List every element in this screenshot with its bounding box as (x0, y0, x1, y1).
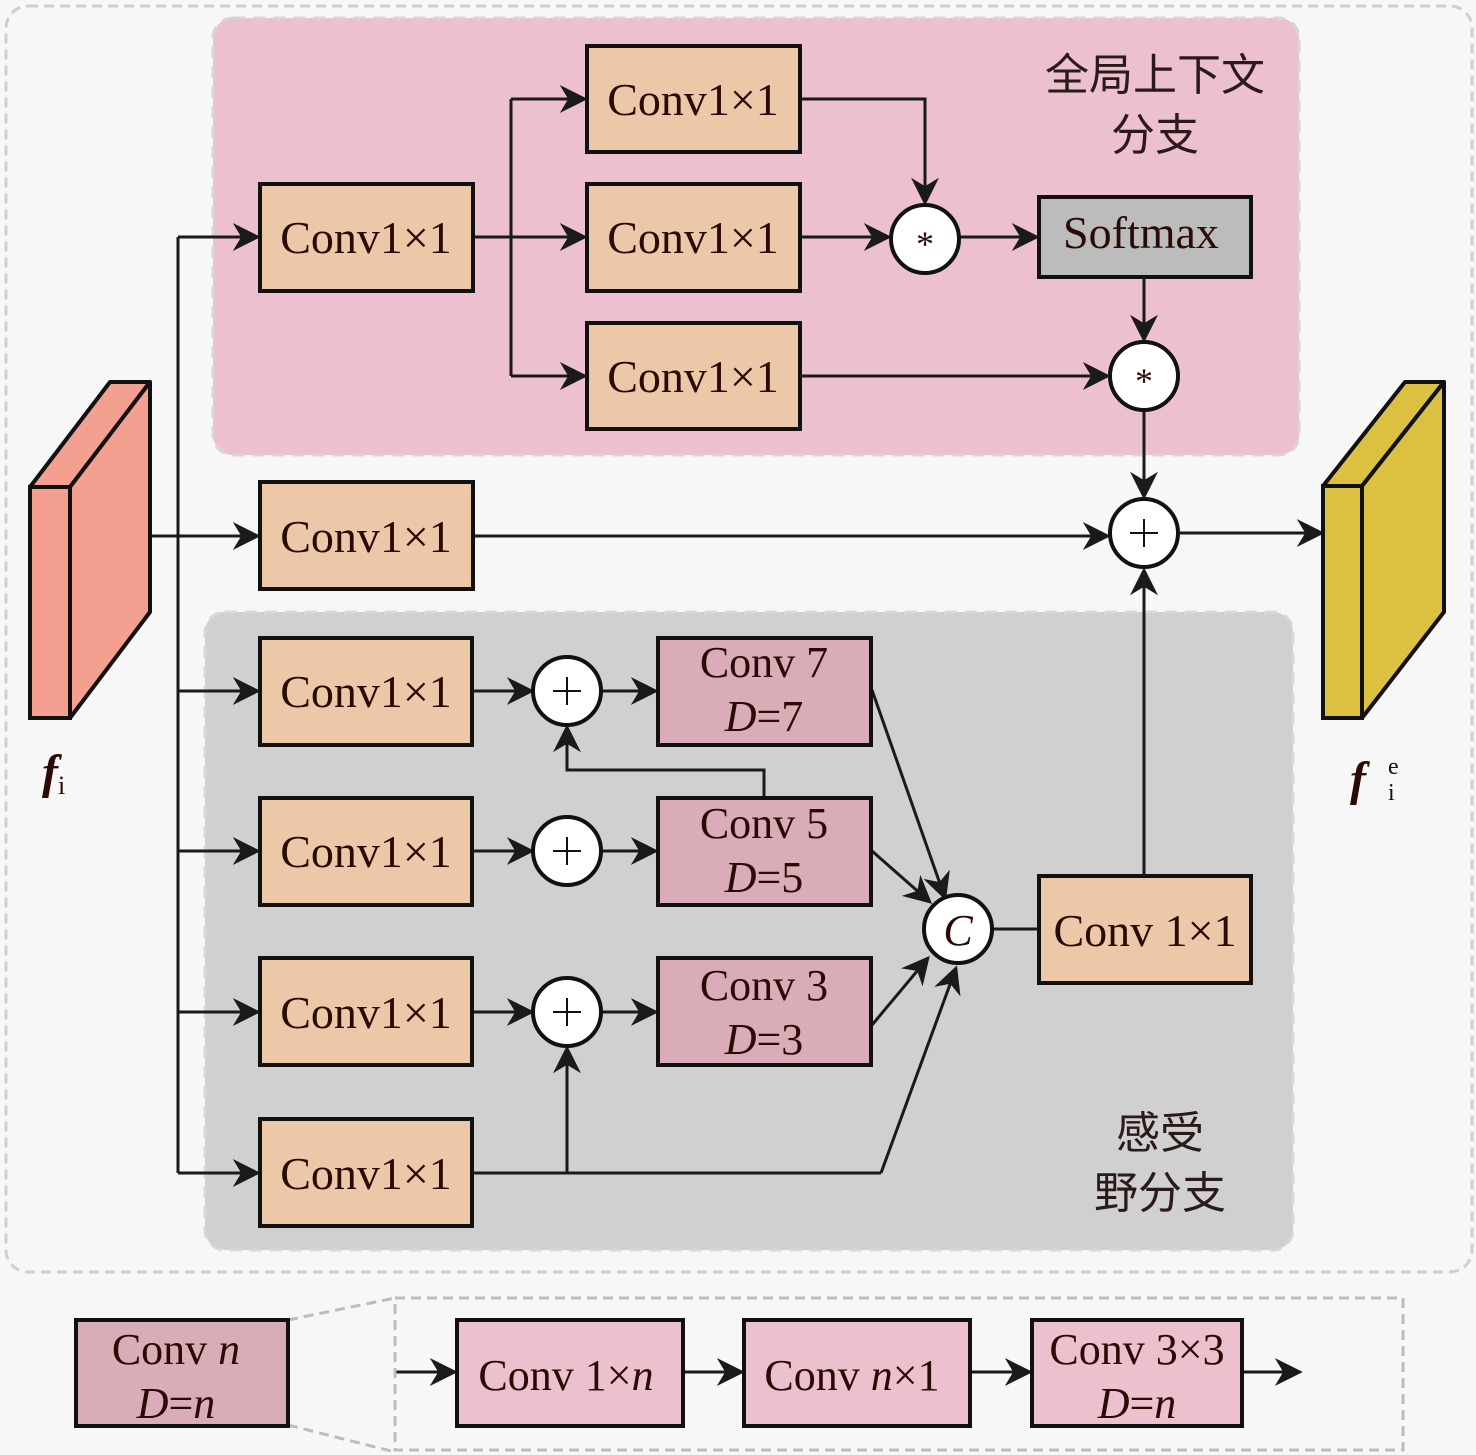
svg-text:D=3: D=3 (724, 1015, 804, 1064)
plus-icon (553, 837, 581, 865)
shortcut-conv: Conv1×1 (258, 480, 475, 591)
multiply-icon: * (916, 224, 934, 264)
concat-op: C (922, 893, 994, 965)
svg-text:Conv1×1: Conv1×1 (607, 74, 779, 125)
svg-text:D=n: D=n (136, 1379, 216, 1428)
global-branch-title-line1: 全局上下文 (1045, 50, 1265, 101)
svg-text:D=5: D=5 (724, 853, 804, 902)
multiply-op-1: * (889, 203, 961, 275)
receptive-branch-bg (203, 610, 1295, 1252)
dilated-conv-3: Conv 3 D=3 (656, 956, 873, 1067)
legend-zoom-guide-top (287, 1296, 396, 1322)
svg-text:Conv n×1: Conv n×1 (764, 1351, 939, 1400)
output-tensor-superscript: e (1388, 754, 1399, 780)
sum-op-1 (531, 655, 603, 727)
legend-conv-1xn: Conv 1×n (455, 1318, 685, 1428)
svg-text:Softmax: Softmax (1063, 207, 1219, 258)
multiply-icon: * (1135, 361, 1153, 401)
svg-text:Conv1×1: Conv1×1 (607, 212, 779, 263)
receptive-branch-title-line2: 野分支 (1094, 1168, 1226, 1219)
legend: Conv n D=n Conv 1×n Conv n×1 Conv 3×3 D=… (74, 1296, 1405, 1454)
dilated-conv-7: Conv 7 D=7 (656, 636, 873, 747)
receptive-entry-conv-2: Conv1×1 (258, 796, 474, 907)
svg-text:Conv 3: Conv 3 (700, 961, 828, 1010)
softmax-block: Softmax (1037, 195, 1253, 279)
legend-conv-3x3-dilated: Conv 3×3 D=n (1030, 1318, 1244, 1428)
global-entry-conv: Conv1×1 (258, 182, 475, 293)
legend-zoom-guide-bottom (287, 1423, 396, 1454)
svg-text:Conv1×1: Conv1×1 (280, 987, 452, 1038)
svg-text:Conv n: Conv n (112, 1325, 240, 1374)
sum-op-2 (531, 815, 603, 887)
svg-text:Conv1×1: Conv1×1 (280, 511, 452, 562)
fuse-conv: Conv 1×1 (1037, 874, 1253, 985)
receptive-branch-title-line1: 感受 (1116, 1108, 1204, 1159)
input-tensor-label: fi (42, 746, 65, 800)
svg-text:Conv 5: Conv 5 (700, 799, 828, 848)
svg-text:Conv 7: Conv 7 (700, 638, 828, 687)
plus-icon (553, 677, 581, 705)
svg-text:D=n: D=n (1097, 1379, 1177, 1428)
output-tensor-label: f (1350, 753, 1370, 806)
plus-icon (553, 998, 581, 1026)
svg-text:Conv1×1: Conv1×1 (280, 1148, 452, 1199)
svg-text:D=7: D=7 (724, 692, 804, 741)
query-conv: Conv1×1 (585, 44, 802, 154)
svg-text:Conv1×1: Conv1×1 (280, 666, 452, 717)
plus-icon (1130, 519, 1158, 547)
svg-text:Conv1×1: Conv1×1 (607, 351, 779, 402)
legend-conv-n-block: Conv n D=n (74, 1318, 290, 1428)
multiply-op-2: * (1108, 340, 1180, 412)
dilated-conv-5: Conv 5 D=5 (656, 796, 873, 907)
sum-op-main (1108, 497, 1180, 569)
svg-text:Conv 1×1: Conv 1×1 (1053, 905, 1236, 956)
svg-text:Conv1×1: Conv1×1 (280, 826, 452, 877)
sum-op-3 (531, 976, 603, 1048)
legend-conv-nx1: Conv n×1 (742, 1318, 972, 1428)
concat-icon: C (943, 906, 973, 955)
key-conv: Conv1×1 (585, 182, 802, 293)
output-tensor: f e i (1321, 380, 1446, 806)
svg-text:Conv1×1: Conv1×1 (280, 212, 452, 263)
output-tensor-subscript: i (1388, 780, 1395, 806)
svg-text:Conv 3×3: Conv 3×3 (1049, 1325, 1224, 1374)
value-conv: Conv1×1 (585, 321, 802, 431)
global-branch-title-line2: 分支 (1111, 110, 1199, 161)
input-tensor: fi (28, 380, 152, 800)
receptive-entry-conv-3: Conv1×1 (258, 956, 474, 1067)
legend-detail-frame (393, 1296, 1405, 1452)
receptive-entry-conv-4: Conv1×1 (258, 1117, 474, 1228)
connections (110, 85, 1325, 1386)
svg-text:Conv 1×n: Conv 1×n (478, 1351, 653, 1400)
receptive-field-branch: 感受 野分支 (203, 610, 1295, 1252)
receptive-entry-conv-1: Conv1×1 (258, 636, 474, 747)
